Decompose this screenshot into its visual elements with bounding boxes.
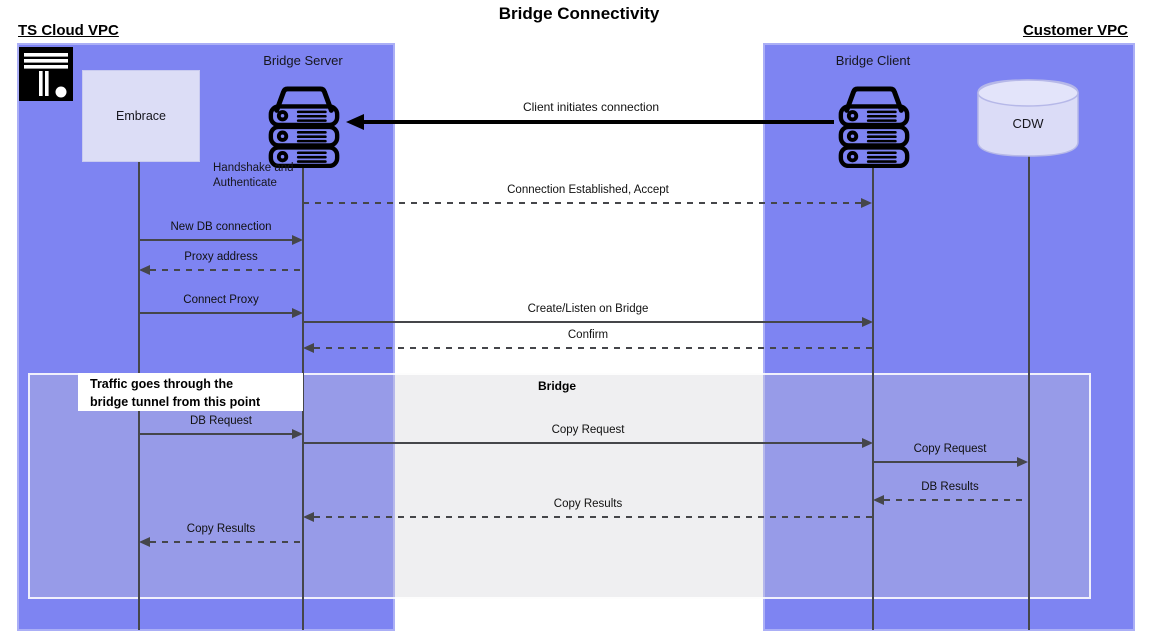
bridge-tunnel-note: Traffic goes through the bridge tunnel f…	[78, 373, 303, 411]
arrow-line	[303, 321, 863, 323]
thoughtspot-logo-icon	[19, 47, 73, 106]
message-label: Copy Results	[186, 523, 256, 535]
arrow-head-icon	[292, 235, 303, 245]
arrow-head-icon	[862, 438, 873, 448]
message-label: Copy Request	[551, 424, 625, 436]
bridge-client-label: Bridge Client	[835, 53, 911, 68]
message-label: Connect Proxy	[183, 294, 259, 306]
arrow-head-icon	[873, 495, 884, 505]
arrow-line	[150, 269, 303, 271]
arrow-head-icon	[346, 114, 364, 130]
bridge-client-icon	[835, 82, 913, 173]
arrow-line	[139, 239, 293, 241]
bridge-server-label: Bridge Server	[263, 53, 343, 68]
message-label: Confirm	[567, 329, 609, 341]
arrow-line	[139, 312, 293, 314]
arrow-line	[362, 120, 834, 124]
bridge-server-icon	[265, 82, 343, 173]
cdw-label: CDW	[1012, 116, 1044, 131]
message-label: Client initiates connection	[522, 100, 660, 114]
message-label: Proxy address	[184, 251, 258, 263]
left-vpc-title: TS Cloud VPC	[18, 22, 119, 39]
message-label: DB Results	[921, 481, 979, 493]
arrow-head-icon	[303, 512, 314, 522]
message-label: Copy Results	[553, 498, 623, 510]
arrow-head-icon	[862, 317, 873, 327]
arrow-head-icon	[303, 343, 314, 353]
lifeline-bridge-server	[302, 164, 304, 630]
arrow-head-icon	[292, 308, 303, 318]
message-label: Copy Request	[913, 443, 987, 455]
message-label: New DB connection	[170, 221, 272, 233]
arrow-line	[873, 461, 1019, 463]
message-label: Connection Established, Accept	[507, 184, 669, 196]
arrow-line	[139, 433, 293, 435]
arrow-head-icon	[139, 537, 150, 547]
handshake-note: Handshake and Authenticate	[213, 162, 294, 189]
lifeline-bridge-client	[872, 164, 874, 630]
cdw-database-icon: CDW	[973, 78, 1083, 158]
arrow-head-icon	[139, 265, 150, 275]
left-vpc-region	[17, 43, 395, 631]
arrow-line	[884, 499, 1028, 501]
arrow-line	[303, 202, 862, 204]
bridge-frame-label: Bridge	[537, 379, 577, 393]
embrace-node: Embrace	[82, 70, 200, 162]
arrow-head-icon	[292, 429, 303, 439]
embrace-label: Embrace	[115, 109, 167, 123]
arrow-line	[150, 541, 303, 543]
arrow-head-icon	[861, 198, 872, 208]
right-vpc-title: Customer VPC	[1022, 22, 1128, 39]
arrow-head-icon	[1017, 457, 1028, 467]
message-label: DB Request	[189, 415, 253, 427]
arrow-line	[314, 516, 873, 518]
message-label: Create/Listen on Bridge	[527, 303, 649, 315]
lifeline-cdw	[1028, 156, 1030, 630]
arrow-line	[314, 347, 873, 349]
arrow-line	[303, 442, 863, 444]
diagram-title: Bridge Connectivity	[498, 4, 660, 23]
